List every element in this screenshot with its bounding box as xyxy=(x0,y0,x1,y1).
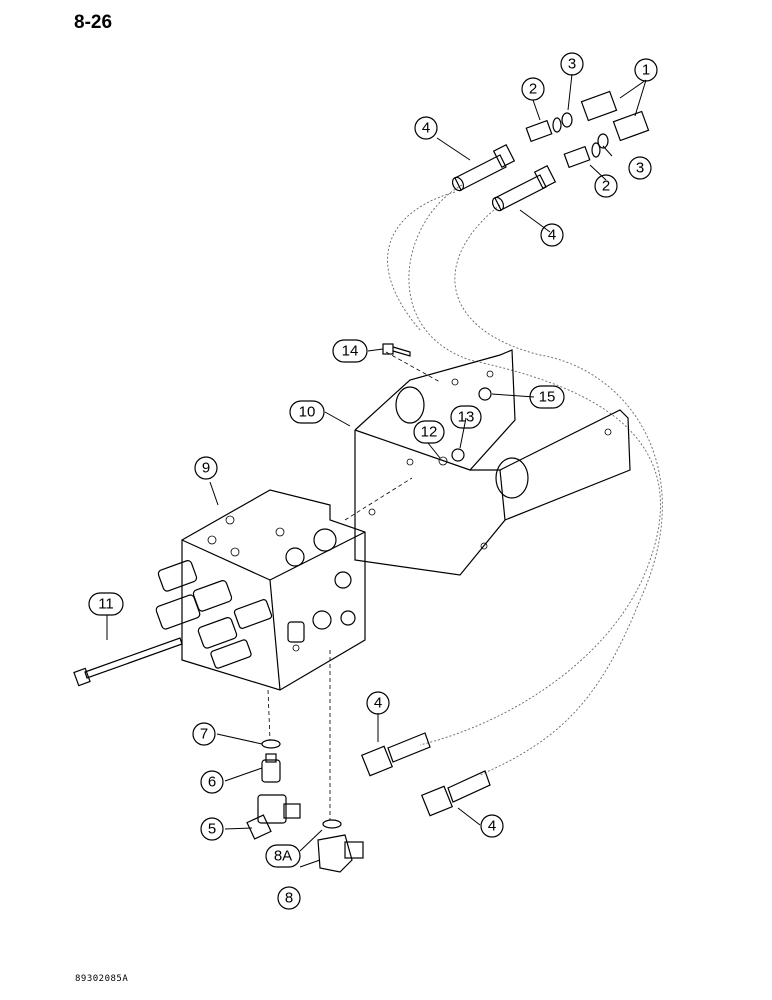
svg-text:12: 12 xyxy=(421,424,438,441)
svg-text:2: 2 xyxy=(529,81,537,98)
coupler-1a xyxy=(580,90,618,122)
coupler-1b xyxy=(612,110,650,142)
callout-2-upper: 2 xyxy=(521,77,545,101)
upper-hose-end-4b xyxy=(491,164,557,212)
upper-hose-end-4a xyxy=(451,143,516,192)
callout-13: 13 xyxy=(450,405,482,429)
svg-text:4: 4 xyxy=(488,818,496,835)
svg-text:2: 2 xyxy=(602,178,610,195)
elbow-fitting-8 xyxy=(317,834,364,873)
callout-12: 12 xyxy=(413,420,445,444)
fitting-6 xyxy=(261,753,281,783)
callout-1: 1 xyxy=(634,58,658,82)
svg-text:10: 10 xyxy=(299,404,316,421)
callout-2-lower: 2 xyxy=(594,174,618,198)
callout-6: 6 xyxy=(200,770,224,794)
svg-text:3: 3 xyxy=(568,56,576,73)
svg-text:1: 1 xyxy=(642,62,650,79)
svg-text:11: 11 xyxy=(98,596,114,613)
adapter-2b xyxy=(563,142,601,169)
svg-text:6: 6 xyxy=(208,774,216,791)
adapter-2a xyxy=(525,117,562,143)
callout-4-lower: 4 xyxy=(480,814,504,838)
figure-code: 89302085A xyxy=(75,974,129,984)
callout-7: 7 xyxy=(192,722,216,746)
o-ring-7 xyxy=(261,739,281,749)
callout-14: 14 xyxy=(332,339,368,363)
svg-text:4: 4 xyxy=(422,120,430,137)
svg-text:8A: 8A xyxy=(274,848,292,865)
callout-8: 8 xyxy=(277,886,301,910)
page-number: 8-26 xyxy=(74,12,113,33)
svg-text:5: 5 xyxy=(208,821,216,838)
lower-hose-end-4c xyxy=(360,732,431,777)
leader-lines xyxy=(106,73,647,868)
valve-block xyxy=(155,489,366,691)
svg-text:13: 13 xyxy=(458,409,475,426)
o-ring-8a xyxy=(322,819,342,829)
callout-4-upper-left: 4 xyxy=(414,116,438,140)
svg-text:3: 3 xyxy=(636,160,644,177)
long-bolt-11 xyxy=(73,637,183,687)
callout-10: 10 xyxy=(289,400,325,424)
callout-3-lower: 3 xyxy=(628,156,652,180)
svg-text:15: 15 xyxy=(539,389,556,406)
callout-8a: 8A xyxy=(265,844,301,868)
lower-hose-end-4d xyxy=(420,770,491,817)
svg-text:8: 8 xyxy=(285,890,293,907)
svg-text:9: 9 xyxy=(202,460,210,477)
callout-9: 9 xyxy=(194,456,218,480)
svg-text:4: 4 xyxy=(374,695,382,712)
callout-11: 11 xyxy=(88,592,124,616)
o-ring-3a xyxy=(561,112,573,128)
mounting-bracket xyxy=(354,349,631,576)
o-ring-3b xyxy=(597,133,609,149)
tee-fitting-5 xyxy=(246,794,301,840)
hose-lines xyxy=(387,184,663,776)
callout-4-upper-right: 4 xyxy=(540,223,564,247)
svg-text:4: 4 xyxy=(548,227,556,244)
callout-5: 5 xyxy=(200,817,224,841)
svg-text:14: 14 xyxy=(342,343,359,360)
callout-3-upper: 3 xyxy=(560,52,584,76)
svg-text:7: 7 xyxy=(200,726,208,743)
callout-15: 15 xyxy=(529,385,565,409)
callout-4-middle: 4 xyxy=(366,691,390,715)
capscrew-14 xyxy=(382,343,411,357)
